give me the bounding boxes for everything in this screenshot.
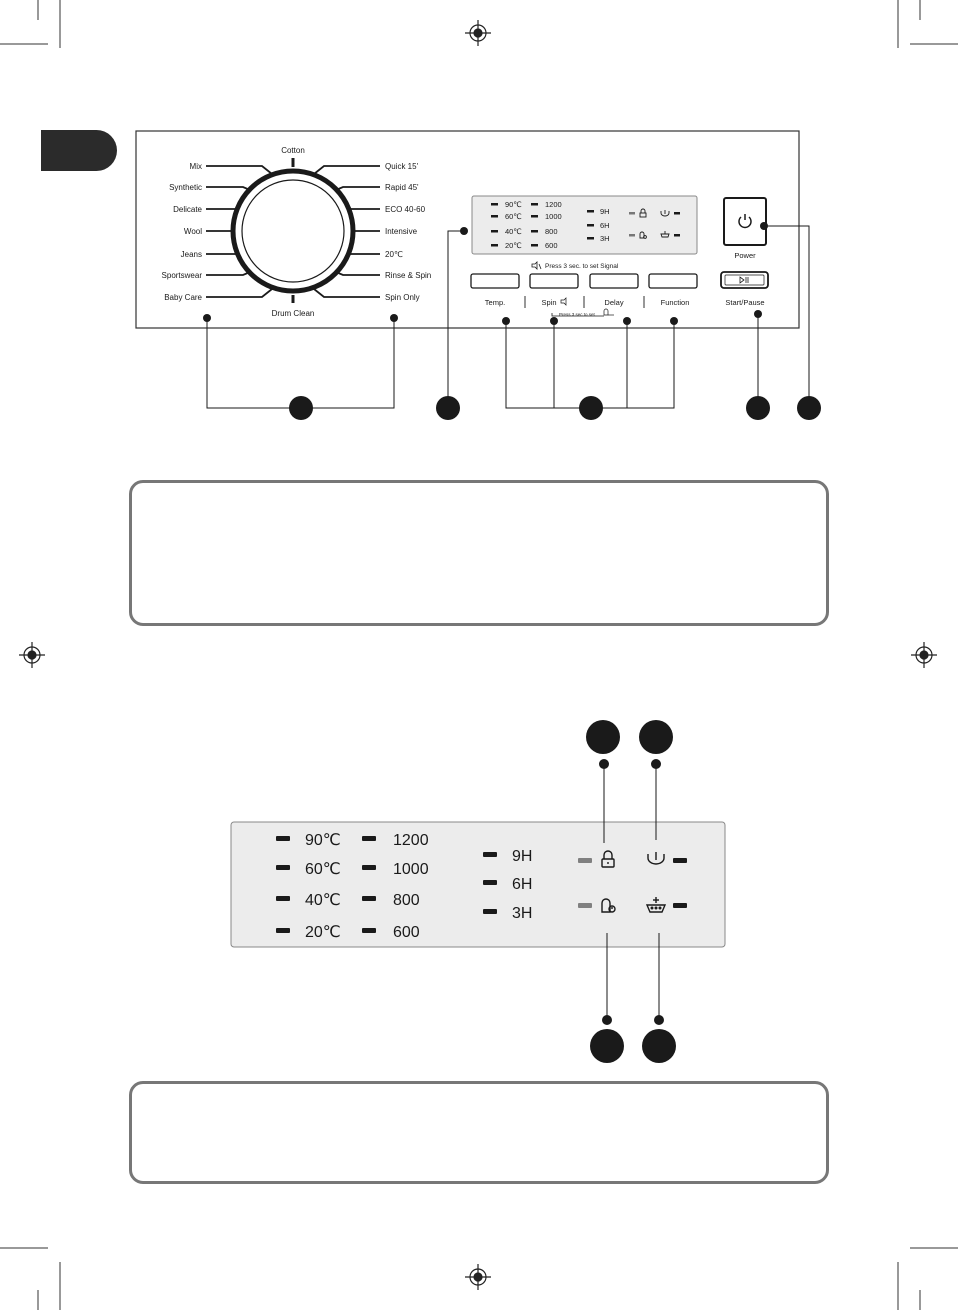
program-synthetic: Synthetic — [169, 183, 202, 192]
program-20c: 20℃ — [385, 250, 403, 259]
program-wool: Wool — [184, 227, 202, 236]
top-callout-dots — [203, 222, 768, 325]
small-child-lock-icon — [639, 208, 647, 218]
dial-bottom-tick — [291, 295, 295, 303]
child-lock-icon — [601, 850, 615, 868]
lock-note-icon — [603, 308, 614, 316]
program-mix: Mix — [190, 162, 202, 171]
small-temp-60: 60℃ — [505, 212, 522, 221]
delay-label: Delay — [604, 298, 623, 307]
small-display-panel: 90℃ 60℃ 40℃ 20℃ 1200 1000 800 600 9H 6H … — [471, 195, 698, 255]
dial-top-tick — [291, 158, 295, 167]
description-box-top — [129, 480, 829, 626]
small-delay-6h: 6H — [600, 221, 610, 230]
callout-function-buttons — [579, 396, 603, 420]
program-drum-clean: Drum Clean — [272, 309, 315, 318]
power-button[interactable] — [723, 197, 767, 246]
temp-label: Temp. — [485, 298, 505, 307]
function-label: Function — [661, 298, 690, 307]
dial-program-labels: Mix Synthetic Delicate Wool Jeans Sports… — [162, 162, 432, 302]
dial-leader-lines — [206, 165, 380, 298]
callout-tap — [639, 720, 673, 754]
spin-signal-icon — [560, 297, 567, 306]
start-pause-inner — [724, 274, 765, 286]
bottom-callout-markers — [586, 720, 676, 1063]
large-temp-60: 60℃ — [305, 861, 341, 878]
description-box-bottom — [129, 1081, 829, 1184]
callout-child-lock — [586, 720, 620, 754]
large-speed-1200: 1200 — [393, 832, 429, 849]
program-jeans: Jeans — [181, 250, 202, 259]
program-rinse-spin: Rinse & Spin — [385, 271, 431, 280]
callout-display — [436, 396, 460, 420]
callout-door-lock — [590, 1029, 624, 1063]
small-tap-icon — [660, 210, 670, 217]
large-delay-6h: 6H — [512, 876, 532, 893]
section-tab — [41, 130, 117, 171]
lock-note: Press 3 sec to set — [559, 312, 596, 317]
small-speed-1200: 1200 — [545, 200, 562, 209]
small-delay-3h: 3H — [600, 234, 610, 243]
callout-power — [797, 396, 821, 420]
large-delay-9h: 9H — [512, 848, 532, 865]
large-temp-90: 90℃ — [305, 832, 341, 849]
delay-button[interactable] — [589, 273, 639, 289]
program-quick15: Quick 15' — [385, 162, 419, 171]
program-spin-only: Spin Only — [385, 293, 420, 302]
small-prewash-icon — [660, 231, 670, 238]
power-label: Power — [734, 251, 756, 260]
small-speed-800: 800 — [545, 227, 558, 236]
small-temp-90: 90℃ — [505, 200, 522, 209]
callout-prewash — [642, 1029, 676, 1063]
power-icon — [738, 214, 752, 229]
callout-program-dial — [289, 396, 313, 420]
small-temp-20: 20℃ — [505, 241, 522, 250]
large-delay-3h: 3H — [512, 905, 532, 922]
registration-marks — [19, 20, 937, 1290]
large-temp-40: 40℃ — [305, 892, 341, 909]
bottom-callout-leaders — [603, 764, 660, 1020]
spin-label: Spin — [541, 298, 556, 307]
program-baby-care: Baby Care — [164, 293, 202, 302]
small-status-icons — [639, 208, 670, 239]
program-cotton: Cotton — [281, 146, 305, 155]
large-speed-800: 800 — [393, 892, 420, 909]
start-pause-label: Start/Pause — [725, 298, 764, 307]
small-speed-1000: 1000 — [545, 212, 562, 221]
large-temp-20: 20℃ — [305, 924, 341, 941]
callout-start-pause — [746, 396, 770, 420]
door-lock-icon — [601, 898, 616, 913]
signal-note: Press 3 sec. to set Signal — [545, 263, 619, 270]
button-separators — [524, 296, 645, 308]
signal-icon — [531, 261, 542, 270]
small-speed-600: 600 — [545, 241, 558, 250]
top-callout-markers — [289, 396, 821, 420]
small-temp-40: 40℃ — [505, 227, 522, 236]
program-delicate: Delicate — [173, 205, 202, 214]
small-door-lock-icon — [639, 231, 647, 239]
program-sportswear: Sportswear — [162, 271, 203, 280]
function-button[interactable] — [648, 273, 698, 289]
program-intensive: Intensive — [385, 227, 418, 236]
bottom-callout-dots — [599, 759, 664, 1025]
program-rapid45: Rapid 45' — [385, 183, 419, 192]
tap-icon — [647, 852, 665, 865]
spin-button[interactable] — [529, 273, 579, 289]
large-speed-600: 600 — [393, 924, 420, 941]
play-pause-icon — [739, 276, 749, 284]
large-speed-1000: 1000 — [393, 861, 429, 878]
large-display-panel: 90℃ 60℃ 40℃ 20℃ 1200 1000 800 600 9H 6H … — [230, 821, 726, 948]
small-delay-9h: 9H — [600, 207, 610, 216]
child-lock-bracket — [551, 313, 604, 317]
program-dial[interactable] — [230, 168, 356, 294]
prewash-tub-icon — [645, 897, 667, 913]
temp-button[interactable] — [470, 273, 520, 289]
program-eco: ECO 40-60 — [385, 205, 426, 214]
